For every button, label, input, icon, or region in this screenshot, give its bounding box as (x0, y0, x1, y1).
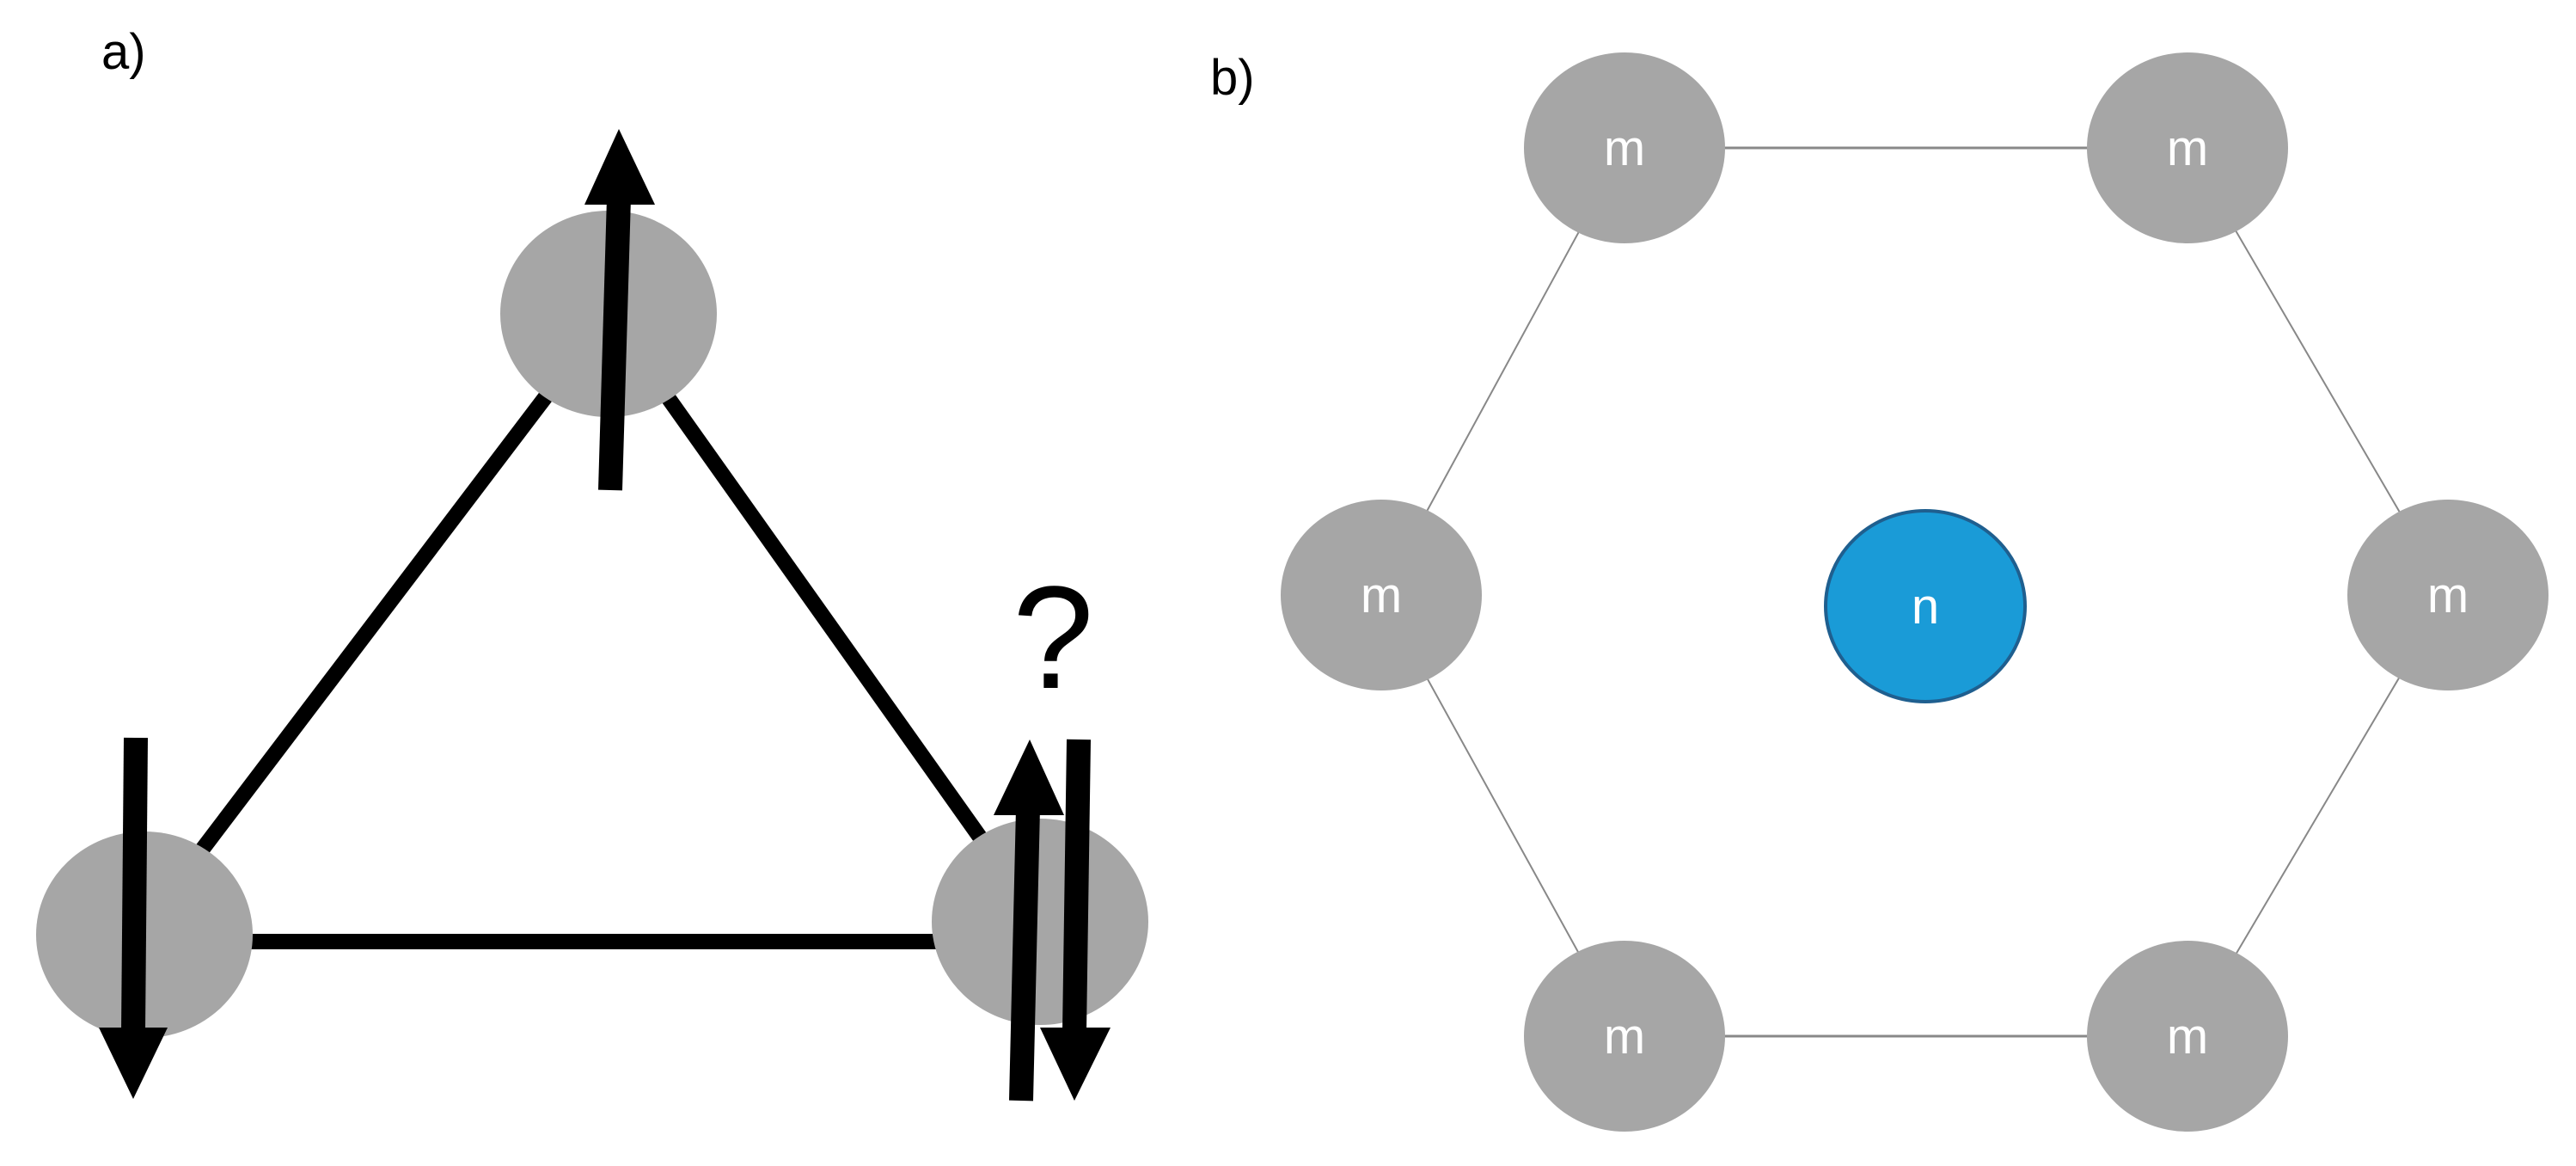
node-n-center: n (1824, 509, 2027, 703)
panel-b-label: b) (1210, 50, 1255, 106)
node-m-right: m (2347, 500, 2548, 690)
node-m-bottom-left: m (1524, 941, 1725, 1132)
node-m-left: m (1281, 500, 1482, 690)
node-m-top-left: m (1524, 52, 1725, 243)
bond-top-right (602, 309, 1047, 927)
spin-arrow-up-right (994, 739, 1064, 1102)
node-m-bottom-right: m (2087, 941, 2288, 1132)
spin-arrow-up-top (584, 129, 655, 491)
node-m-top-right: m (2087, 52, 2288, 243)
panel-a-label: a) (101, 24, 146, 80)
node-m-label: m (1361, 568, 1402, 623)
node-m-label: m (1604, 1009, 1645, 1065)
node-m-label: m (2167, 1009, 2208, 1065)
node-n-label: n (1912, 579, 1939, 635)
bond-top-left (131, 309, 615, 940)
node-m-label: m (2167, 120, 2208, 176)
question-mark: ? (1013, 556, 1094, 720)
spin-arrow-down-right (1040, 739, 1111, 1101)
node-m-label: m (1604, 120, 1645, 176)
spin-arrow-down-left (99, 737, 168, 1099)
node-m-label: m (2427, 568, 2469, 623)
site-bottom-right (932, 819, 1148, 1025)
panel-b: b) m m m m m m (1210, 50, 2548, 1132)
panel-a: a) ? (36, 24, 1148, 1102)
